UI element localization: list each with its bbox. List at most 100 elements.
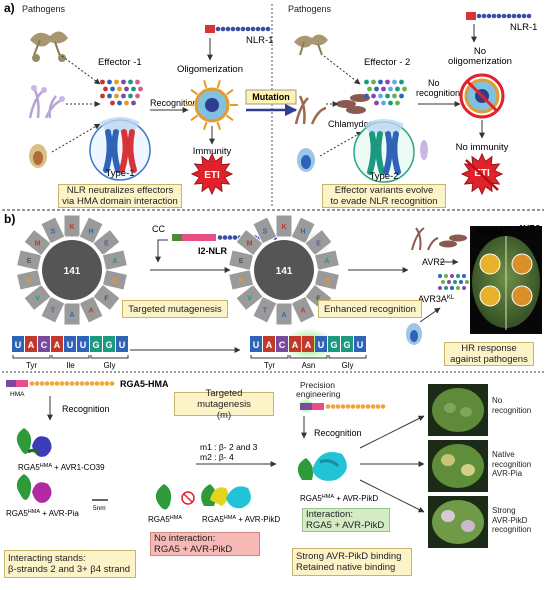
leaf-avr2-label: AVR2: [518, 223, 540, 233]
oligomer-spoke: [204, 80, 206, 88]
wheel-residue: K: [27, 278, 32, 285]
amino-acid-label: Tyr: [264, 361, 275, 370]
lrr-bead: [376, 404, 381, 409]
lrr-bead: [30, 381, 35, 386]
effector-dot: [378, 80, 383, 85]
fungus-icon: [30, 31, 68, 62]
lrr-bead: [221, 27, 226, 32]
nucleotide-letter: U: [253, 340, 260, 350]
effector-dot: [100, 80, 105, 85]
effector-dot: [100, 94, 105, 99]
avr2-pathogen-icon: [412, 228, 467, 250]
nucleotide-letter: G: [343, 340, 350, 350]
wheel-residue: H: [301, 228, 306, 235]
lrr-bead: [95, 381, 100, 386]
effector-dot: [367, 87, 372, 92]
lrr-bead: [331, 404, 336, 409]
effector-dot: [135, 94, 140, 99]
lrr-bead: [50, 381, 55, 386]
effector-dot: [107, 94, 112, 99]
oligomer-spoke: [218, 122, 220, 130]
effector-dot: [371, 80, 376, 85]
effector2-molecules: [364, 80, 407, 106]
avr-dot: [459, 280, 463, 284]
wheel-residue: K: [239, 278, 244, 285]
effector-dot: [392, 94, 397, 99]
leaf1-caption: No recognition: [492, 396, 531, 415]
nucleotide-letter: U: [318, 340, 325, 350]
wheel-residue: H: [89, 228, 94, 235]
effector-dot: [121, 80, 126, 85]
nlr1-protein-left: [205, 25, 270, 33]
nucleotide-letter: A: [54, 340, 61, 350]
leaf2-caption: Native recognition AVR-Pia: [492, 450, 531, 479]
effector-dot: [381, 101, 386, 106]
amino-acid-label: Gly: [104, 361, 116, 370]
type1-label: Type-1: [105, 168, 134, 179]
effector-dot: [378, 94, 383, 99]
avr-dot: [444, 286, 448, 290]
lrr-bead: [241, 27, 246, 32]
eti-burst-right: ETI: [462, 154, 502, 194]
lrr-bead: [341, 404, 346, 409]
protein-structure-engineered-complex: [298, 452, 347, 481]
amino-acid-label: Asn: [302, 361, 316, 370]
avr-dot: [444, 274, 448, 278]
nlr1-label-left: NLR-1: [246, 35, 273, 46]
lrr-bead: [40, 381, 45, 386]
effector-dot: [110, 87, 115, 92]
lrr-bead: [326, 404, 331, 409]
leaf-photo-strong-recognition: [428, 496, 488, 548]
effector-dot: [381, 87, 386, 92]
avr-dot: [462, 286, 466, 290]
oligomer-spoke: [218, 80, 220, 88]
lrr-bead: [366, 404, 371, 409]
effector-dot: [124, 87, 129, 92]
rga5-alone-label: RGA5HMA: [148, 515, 182, 524]
lrr-bead: [233, 235, 238, 240]
effector-dot: [385, 80, 390, 85]
rga5-avrpikd-label-eng: RGA5HMA + AVR-PikD: [300, 494, 378, 503]
pathogens-label-right: Pathogens: [288, 4, 331, 14]
effector-dot: [402, 87, 407, 92]
arrow-cc-wheel: [158, 240, 168, 262]
effector-dot: [124, 101, 129, 106]
lrr-bead: [216, 27, 221, 32]
oligomer-spoke: [204, 122, 206, 130]
precision-l2: engineering: [296, 389, 340, 399]
nucleotide-letter: A: [266, 340, 273, 350]
nlr1-protein-right: [466, 12, 531, 20]
effector-dot: [107, 80, 112, 85]
effector-dot: [135, 80, 140, 85]
effector-dot: [374, 87, 379, 92]
nucleotide-letter: U: [119, 340, 126, 350]
wheel-residue: S: [263, 228, 268, 235]
leaf-photo-no-recognition: [428, 384, 488, 436]
effector-dot: [364, 80, 369, 85]
protein-structure-avrpia: [17, 474, 52, 503]
no-interaction-box: No interaction: RGA5 + AVR-PikD: [150, 532, 260, 556]
effector-dot: [114, 94, 119, 99]
lrr-bead: [256, 27, 261, 32]
recognition-label-c2: Recognition: [314, 428, 362, 438]
leaf3-l3: recognition: [492, 525, 531, 535]
lrr-bead: [351, 404, 356, 409]
oligomer-spoke: [191, 116, 197, 121]
codon-bracket: [52, 355, 89, 358]
caption-a-right-l1: Effector variants evolve: [335, 185, 434, 196]
recognition-label-a: Recognition: [150, 98, 198, 108]
wheel-residue: V: [35, 295, 40, 302]
effector-dot: [121, 94, 126, 99]
effector-dot: [392, 80, 397, 85]
nucleotide-letter: U: [80, 340, 87, 350]
avr-dot: [462, 274, 466, 278]
nucleotide-letter: U: [15, 340, 22, 350]
avr-dot: [438, 286, 442, 290]
lrr-bead: [75, 381, 80, 386]
wheel-residue: S: [51, 228, 56, 235]
lrr-bead: [90, 381, 95, 386]
oligomer-spoke: [227, 90, 233, 95]
lrr-bead: [55, 381, 60, 386]
caption-box-nlr-neutralizes: NLR neutralizes effectors via HMA domain…: [58, 184, 182, 208]
inter-l2: RGA5 + AVR-PikD: [306, 520, 384, 531]
